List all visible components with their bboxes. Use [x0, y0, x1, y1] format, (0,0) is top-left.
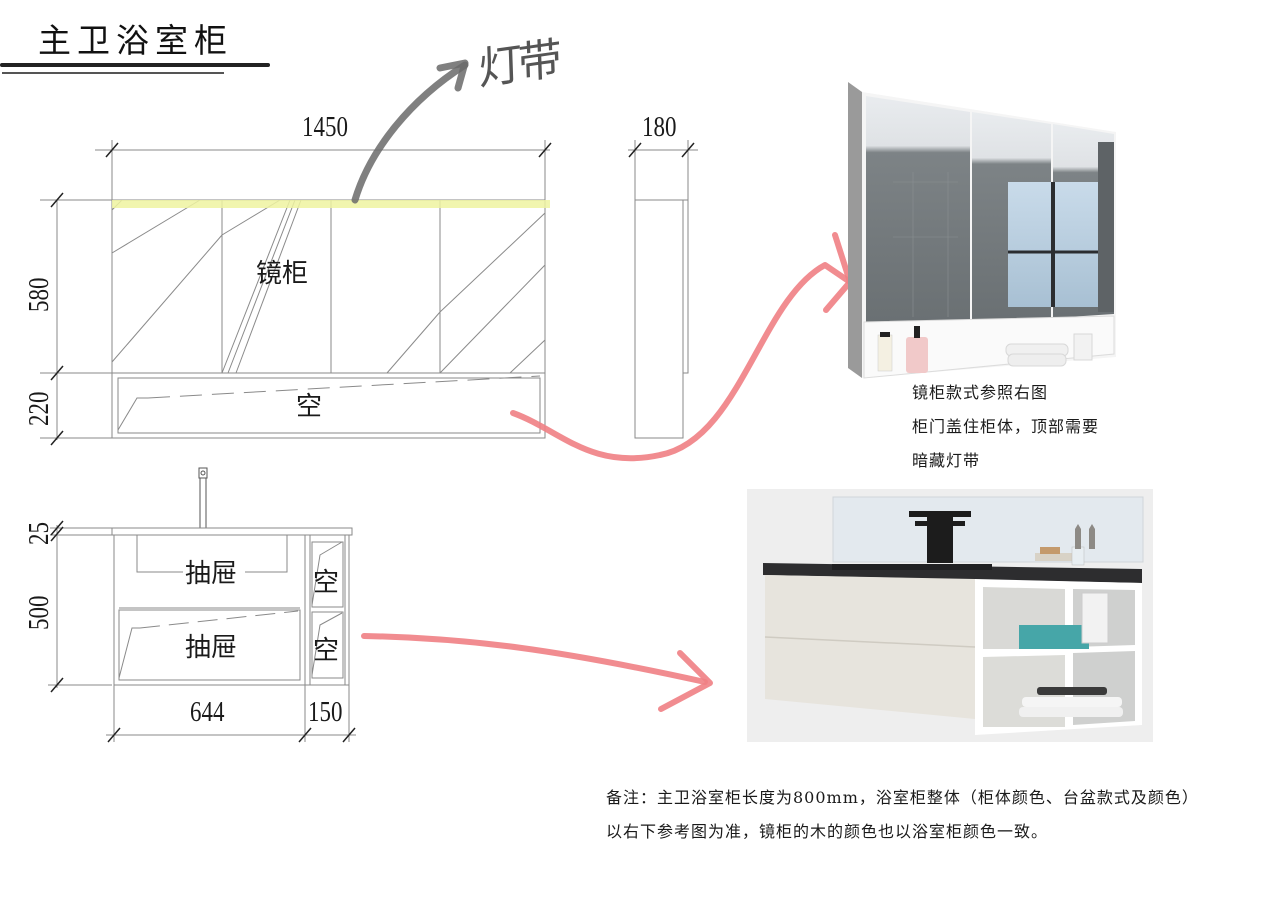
mirror-open-shelf-height-dim: 220 [24, 391, 55, 426]
remark-line: 备注：主卫浴室柜长度为800mm，浴室柜整体（柜体颜色、台盆款式及颜色） [606, 788, 1199, 807]
note-line: 镜柜款式参照右图 [912, 383, 1049, 402]
upper-shelf-label: 空 [313, 568, 340, 598]
mirror-cabinet-label: 镜柜 [256, 259, 309, 289]
note-line: 柜门盖住柜体，顶部需要 [912, 417, 1100, 436]
title-underline-secondary [2, 72, 224, 74]
title-underline [0, 63, 270, 67]
mirror-depth-dim: 180 [642, 112, 677, 143]
upper-drawer-label: 抽屉 [185, 559, 238, 589]
mirror-cabinet-reference-photo [848, 82, 1116, 382]
vanity-reference-photo [747, 489, 1153, 742]
open-shelf-label: 空 [296, 392, 323, 422]
lower-shelf-label: 空 [313, 636, 340, 666]
light-strip-handwritten-label: 灯带 [477, 33, 559, 96]
light-strip-arrow-icon [351, 61, 469, 204]
vanity-side-width-dim: 150 [308, 697, 343, 728]
pink-arrow-vanity-icon [361, 633, 708, 685]
vanity-height-dim: 500 [24, 595, 55, 630]
page-title: 主卫浴室柜 [38, 21, 233, 60]
mirror-width-dim: 1450 [302, 112, 348, 143]
lower-drawer-label: 抽屉 [185, 633, 238, 663]
mirror-cabinet-note: 镜柜款式参照右图 柜门盖住柜体，顶部需要 暗藏灯带 [912, 376, 1099, 478]
mirror-height-dim: 580 [24, 277, 55, 312]
note-line: 暗藏灯带 [912, 451, 981, 470]
countertop-thickness-dim: 25 [24, 522, 55, 545]
light-strip-highlight [112, 200, 550, 208]
pink-arrow-mirror-icon [510, 262, 853, 462]
remark-note: 备注：主卫浴室柜长度为800mm，浴室柜整体（柜体颜色、台盆款式及颜色） 以右下… [606, 781, 1199, 849]
remark-line: 以右下参考图为准，镜柜的木的颜色也以浴室柜颜色一致。 [606, 822, 1049, 841]
vanity-main-width-dim: 644 [190, 697, 225, 728]
